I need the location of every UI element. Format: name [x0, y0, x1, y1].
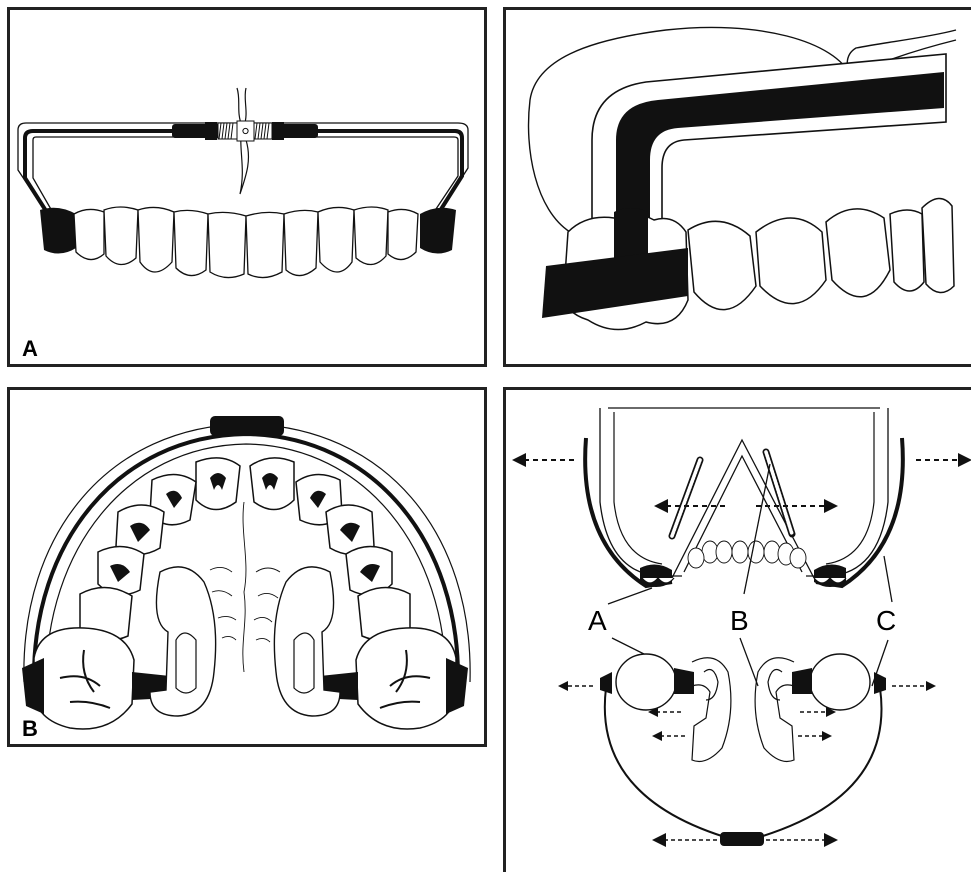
panel-side-figure [496, 0, 971, 370]
panel-a-label: A [22, 336, 38, 361]
panel-b: B [0, 382, 490, 752]
panel-b-figure: B [0, 382, 490, 752]
panel-side [496, 0, 971, 370]
callout-c: C [876, 605, 896, 636]
panel-a-border [9, 9, 486, 366]
expansion-screw-icon [218, 121, 272, 141]
molar-band-left [40, 208, 76, 254]
callout-a: A [588, 605, 607, 636]
panel-expansion: A B C [496, 382, 971, 872]
molar-band-right [420, 208, 456, 254]
panel-expansion-figure: A B C [496, 382, 971, 872]
expansion-screw-icon [210, 416, 284, 436]
panel-b-label: B [22, 716, 38, 741]
expansion-screw-icon [720, 832, 764, 846]
panel-a-figure: A [0, 0, 490, 370]
panel-a: A [0, 0, 490, 370]
callout-b: B [730, 605, 749, 636]
